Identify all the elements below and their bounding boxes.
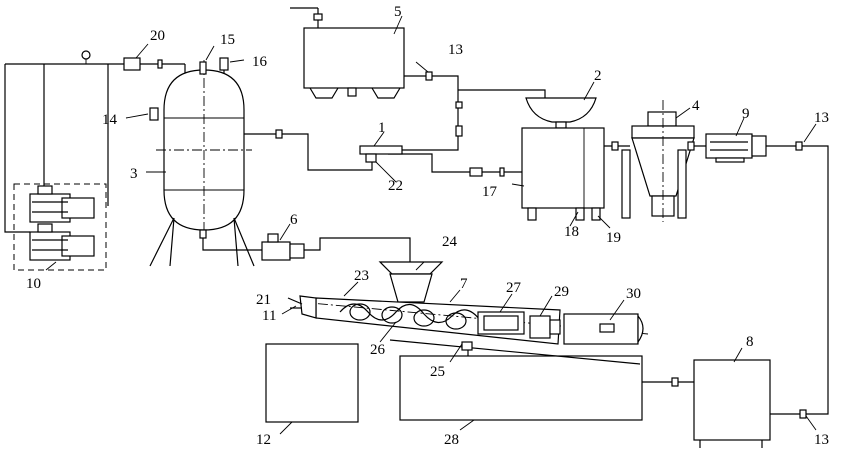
leader-lines <box>45 15 817 435</box>
label-26: 26 <box>370 342 386 358</box>
label-16: 16 <box>252 54 268 70</box>
label-28: 28 <box>444 432 459 448</box>
label-13-top: 13 <box>448 42 463 58</box>
label-17: 17 <box>482 184 498 200</box>
label-23: 23 <box>354 268 369 284</box>
label-4: 4 <box>692 98 700 114</box>
label-8: 8 <box>746 334 754 350</box>
part-labels: 1 2 3 4 5 6 7 8 9 10 11 12 13 13 13 14 1… <box>26 4 829 448</box>
label-18: 18 <box>564 224 579 240</box>
pressure-valve <box>81 50 163 71</box>
label-22: 22 <box>388 178 403 194</box>
label-21: 21 <box>256 292 271 308</box>
liquid-tank <box>303 13 405 99</box>
water-tank <box>693 359 771 448</box>
label-1: 1 <box>378 120 386 136</box>
static-mixer <box>359 145 403 163</box>
cone-dryer <box>621 100 695 222</box>
label-27: 27 <box>506 280 522 296</box>
label-25: 25 <box>430 364 445 380</box>
screw-extruder <box>287 261 649 421</box>
label-14: 14 <box>102 112 118 128</box>
label-10: 10 <box>26 276 41 292</box>
transfer-pump <box>261 233 305 261</box>
control-box <box>265 343 359 423</box>
hopper-and-vessel <box>521 97 605 221</box>
label-15: 15 <box>220 32 235 48</box>
label-13-right: 13 <box>814 110 829 126</box>
label-11: 11 <box>262 308 276 324</box>
label-6: 6 <box>290 212 298 228</box>
label-7: 7 <box>460 276 468 292</box>
motor-9 <box>705 133 767 163</box>
inline-fittings <box>275 71 807 419</box>
vacuum-pump-group <box>13 183 107 271</box>
reactor-vessel <box>149 57 255 267</box>
label-24: 24 <box>442 234 458 250</box>
label-20: 20 <box>150 28 165 44</box>
label-12: 12 <box>256 432 271 448</box>
label-9: 9 <box>742 106 750 122</box>
label-13-bottom: 13 <box>814 432 829 448</box>
label-19: 19 <box>606 230 621 246</box>
label-30: 30 <box>626 286 641 302</box>
label-3: 3 <box>130 166 138 182</box>
label-2: 2 <box>594 68 602 84</box>
label-29: 29 <box>554 284 569 300</box>
label-5: 5 <box>394 4 402 20</box>
